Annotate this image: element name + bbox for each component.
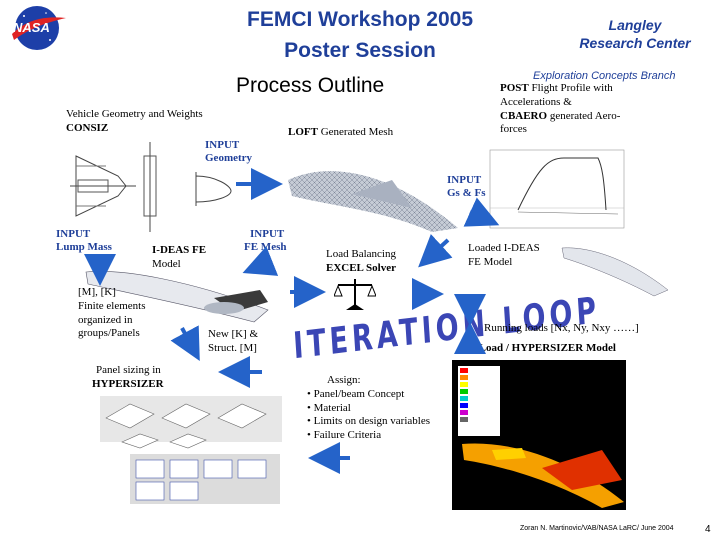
loft-bold: LOFT bbox=[288, 126, 318, 138]
header-title: FEMCI Workshop 2005 Poster Session bbox=[210, 6, 510, 65]
panel-sizing-line1: Panel sizing in bbox=[96, 364, 161, 376]
panel-concepts-grid bbox=[100, 396, 282, 506]
assign-block: Assign: • Panel/beam Concept • Material … bbox=[307, 374, 430, 443]
footer-credit: Zoran N. Martinovic/VAB/NASA LaRC/ June … bbox=[520, 525, 674, 532]
mk-line4: groups/Panels bbox=[78, 327, 140, 340]
mk-label: [M], [K] Finite elements organized in gr… bbox=[78, 286, 146, 341]
input-gs-line1: INPUT bbox=[447, 174, 482, 186]
mk-line1: [M], [K] bbox=[78, 286, 116, 298]
input-gs-line2: Gs & Fs bbox=[447, 187, 486, 200]
exploration-branch: Exploration Concepts Branch bbox=[533, 70, 676, 82]
nasa-logo-text: NASA bbox=[13, 20, 50, 35]
panel-sizing-line2: HYPERSIZER bbox=[92, 377, 164, 390]
vehicle-geometry-label: Vehicle Geometry and Weights bbox=[66, 108, 203, 120]
ideas-model: Model bbox=[152, 257, 181, 270]
assign-item: • Material bbox=[307, 401, 351, 414]
consiz-label: CONSIZ bbox=[66, 122, 109, 134]
assign-item: • Limits on design variables bbox=[307, 415, 430, 428]
ideas-model-label: I-DEAS FE Model bbox=[152, 244, 206, 272]
mk-line2: Finite elements bbox=[78, 299, 146, 312]
input-geometry-line2: Geometry bbox=[205, 152, 253, 165]
panel-sizing-label: Panel sizing in HYPERSIZER bbox=[92, 364, 164, 392]
loaded-ideas-line1: Loaded I-DEAS bbox=[468, 242, 540, 254]
input-lump-label: INPUT Lump Mass bbox=[56, 228, 112, 254]
excel-solver-line: EXCEL Solver bbox=[326, 261, 396, 274]
header-right-line2: Research Center bbox=[579, 35, 691, 52]
ideas-fe-model-image bbox=[84, 262, 270, 332]
nasa-logo: NASA bbox=[6, 4, 68, 52]
hsload-label: HSLoad / HYPERSIZER Model bbox=[464, 342, 616, 354]
cbaero-rest: generated Aero-forces bbox=[500, 109, 621, 136]
load-balancing-line1: Load Balancing bbox=[326, 248, 396, 260]
running-loads-label: Running loads [Nx, Ny, Nxy ……] bbox=[484, 322, 639, 334]
loaded-ideas-label: Loaded I-DEAS FE Model bbox=[468, 242, 540, 270]
input-lump-line1: INPUT bbox=[56, 228, 91, 240]
input-geometry-line1: INPUT bbox=[205, 139, 240, 151]
cbaero-bold: CBAERO bbox=[500, 109, 548, 122]
input-fe-line1: INPUT bbox=[250, 228, 285, 240]
assign-title: Assign: bbox=[327, 374, 361, 386]
loft-rest: Generated Mesh bbox=[317, 126, 394, 138]
loaded-ideas-line2: FE Model bbox=[468, 255, 513, 268]
loaded-fe-model-image bbox=[560, 240, 670, 300]
input-lump-line2: Lump Mass bbox=[56, 241, 112, 254]
hypersizer-output-image bbox=[452, 360, 626, 510]
loft-mesh-image bbox=[282, 150, 462, 240]
input-fe-label: INPUT FE Mesh bbox=[244, 228, 286, 254]
post-rest: Flight Profile with Accelerations & bbox=[500, 82, 613, 108]
page-number: 4 bbox=[705, 524, 711, 535]
header-right-line1: Langley bbox=[608, 17, 662, 33]
process-outline-title: Process Outline bbox=[236, 74, 385, 97]
load-balancing-label: Load Balancing EXCEL Solver bbox=[326, 248, 396, 276]
input-geometry-label: INPUT Geometry bbox=[205, 139, 252, 165]
header-title-line1: FEMCI Workshop 2005 bbox=[247, 8, 473, 31]
assign-item: • Failure Criteria bbox=[307, 429, 382, 441]
post-label: POST Flight Profile with Accelerations &… bbox=[500, 82, 640, 137]
input-fe-line2: FE Mesh bbox=[244, 241, 287, 254]
ideas-bold: I-DEAS FE bbox=[152, 244, 207, 256]
header-right: Langley Research Center bbox=[570, 16, 700, 52]
mk-line3: organized in bbox=[78, 313, 133, 326]
header-title-line2: Poster Session bbox=[284, 39, 436, 63]
loft-label: LOFT Generated Mesh bbox=[288, 126, 393, 140]
input-gs-label: INPUT Gs & Fs bbox=[447, 174, 486, 200]
vehicle-drawing bbox=[66, 136, 236, 236]
assign-item: • Panel/beam Concept bbox=[307, 387, 405, 400]
flight-profile-chart bbox=[478, 148, 628, 232]
new-k-line2: Struct. [M] bbox=[208, 341, 257, 354]
balance-scale-icon bbox=[333, 276, 377, 312]
post-bold: POST bbox=[500, 82, 529, 94]
new-k-line1: New [K] & bbox=[208, 328, 259, 340]
new-k-label: New [K] & Struct. [M] bbox=[208, 328, 258, 356]
